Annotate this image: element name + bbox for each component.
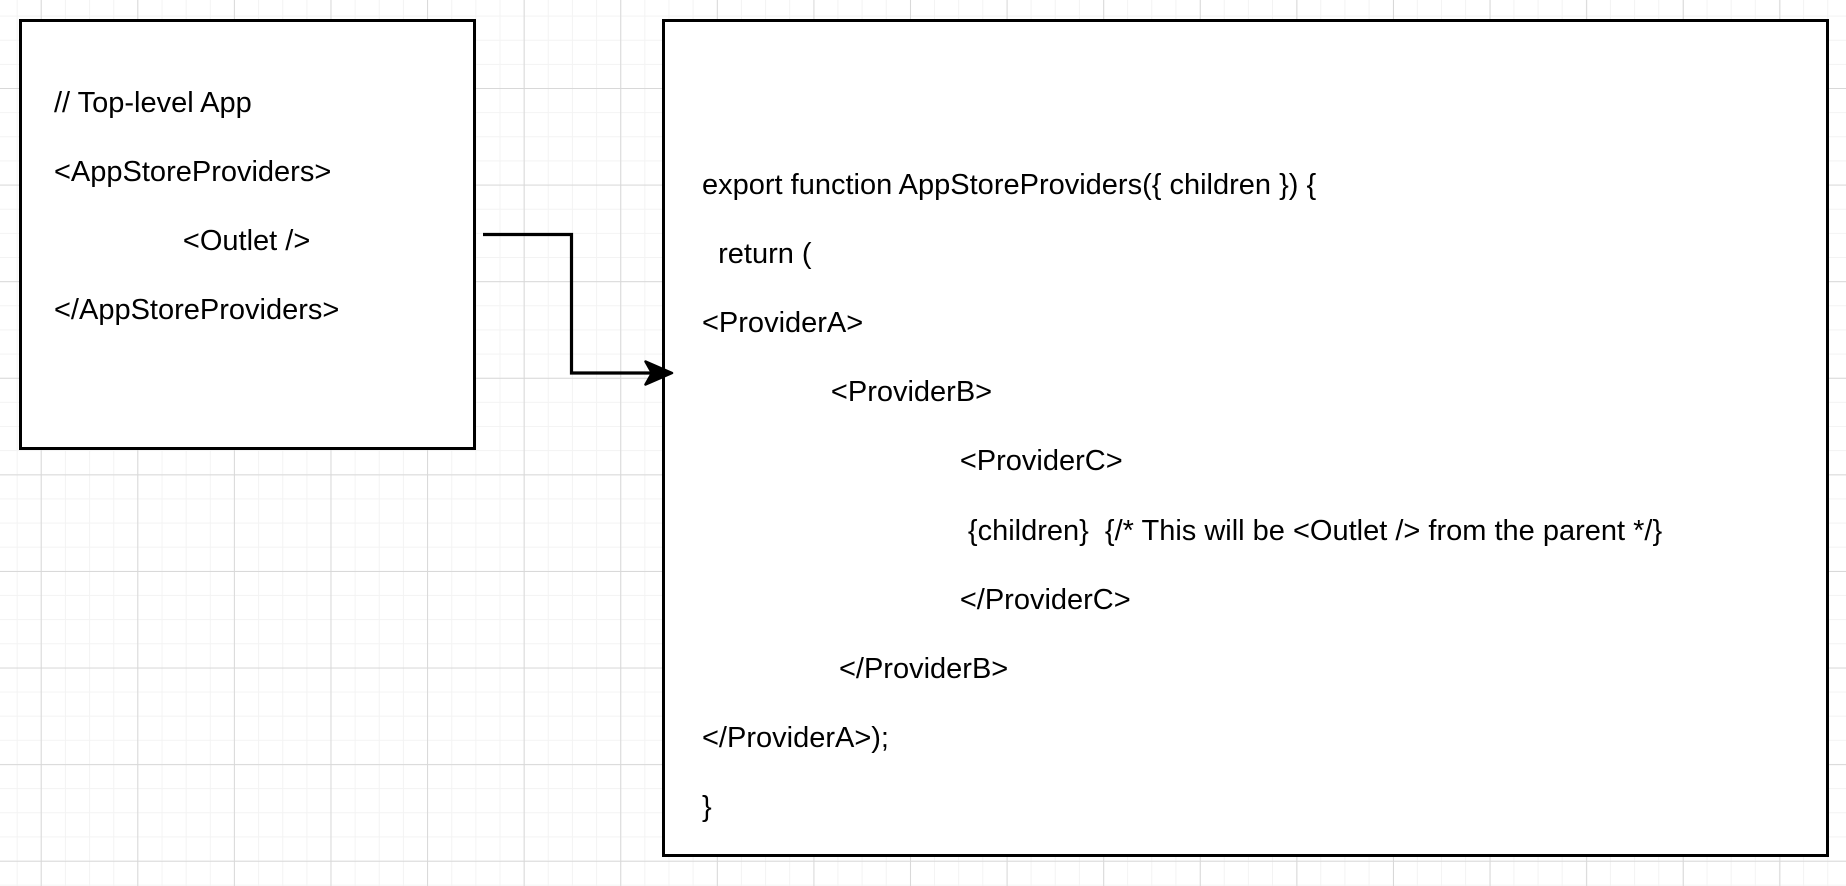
- node-top-level-app[interactable]: // Top-level App <AppStoreProviders> <Ou…: [19, 19, 476, 450]
- top-level-app-code: // Top-level App <AppStoreProviders> <Ou…: [54, 86, 340, 327]
- app-store-providers-code: export function AppStoreProviders({ chil…: [702, 168, 1663, 824]
- connector-line: [483, 232, 652, 375]
- node-app-store-providers-impl[interactable]: export function AppStoreProviders({ chil…: [662, 19, 1829, 857]
